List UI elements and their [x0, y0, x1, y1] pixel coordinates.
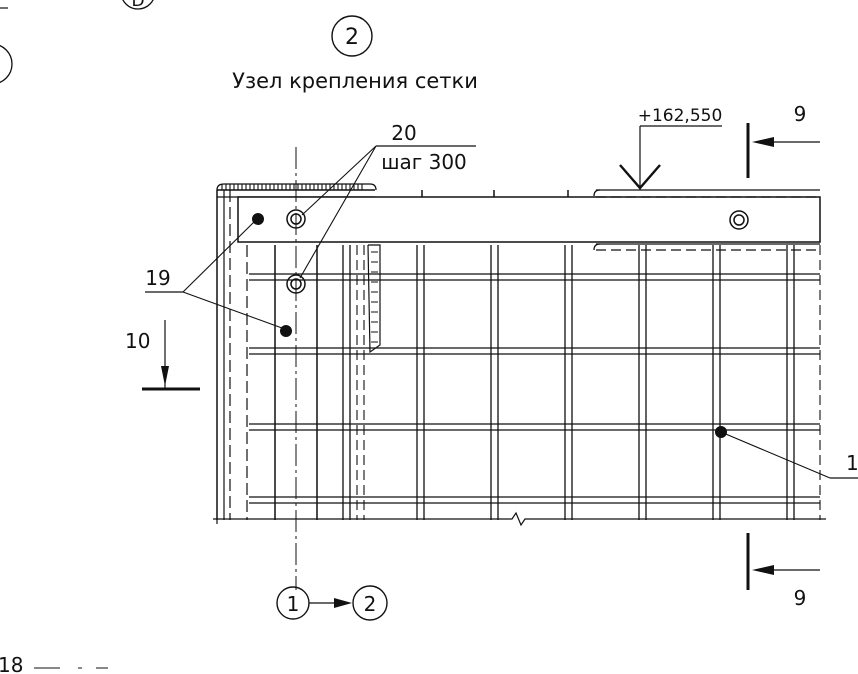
section-9-top-label: 9 [794, 102, 807, 126]
section-9-bottom-label: 9 [794, 586, 807, 610]
elevation-label: +162,550 [638, 106, 723, 126]
vertical-post [274, 245, 318, 520]
axis-2-circle [352, 585, 388, 621]
position-18-label: 18 [846, 451, 858, 475]
axis-1-label: 1 [287, 592, 300, 616]
position-20-leaders [299, 145, 377, 279]
bolt-2 [286, 274, 306, 294]
axis-arrow-head [334, 598, 352, 608]
beam-top-ticks [421, 190, 569, 197]
right-plate [593, 189, 820, 251]
position-20-label: 20 [391, 121, 416, 145]
corner-callout-tag: D [131, 0, 144, 11]
weld-dot-1 [252, 213, 264, 225]
position-20-note: шаг 300 [381, 150, 467, 174]
drawing-title: Узел крепления сетки [232, 69, 478, 93]
bottom-fragment-label: 18 [0, 653, 23, 674]
bolt-1 [286, 209, 306, 229]
weld-symbol [367, 244, 381, 354]
bolt-3 [729, 210, 749, 230]
section-10-label: 10 [125, 329, 150, 353]
position-19-label: 19 [145, 266, 170, 290]
mesh-horizontal-bars [249, 273, 820, 504]
frame-hatching [221, 184, 363, 190]
section-9-top-arrow [752, 137, 774, 147]
section-10-arrow [161, 366, 169, 386]
node-number: 2 [345, 25, 359, 50]
main-beam [237, 196, 821, 243]
position-18-leader [720, 431, 831, 479]
elevation-arrow [619, 164, 661, 190]
weld-dot-2 [280, 325, 292, 337]
section-9-bottom-arrow [752, 565, 774, 575]
position-19-leaders [182, 221, 283, 329]
corner-axis-circle [0, 44, 13, 84]
bottom-break-line [213, 511, 826, 527]
hidden-lines [356, 245, 821, 520]
node-number-circle [331, 15, 373, 57]
corner-callout-circle [122, 0, 154, 10]
axis-2-label: 2 [364, 592, 377, 616]
mesh-vertical-bars [342, 245, 795, 520]
